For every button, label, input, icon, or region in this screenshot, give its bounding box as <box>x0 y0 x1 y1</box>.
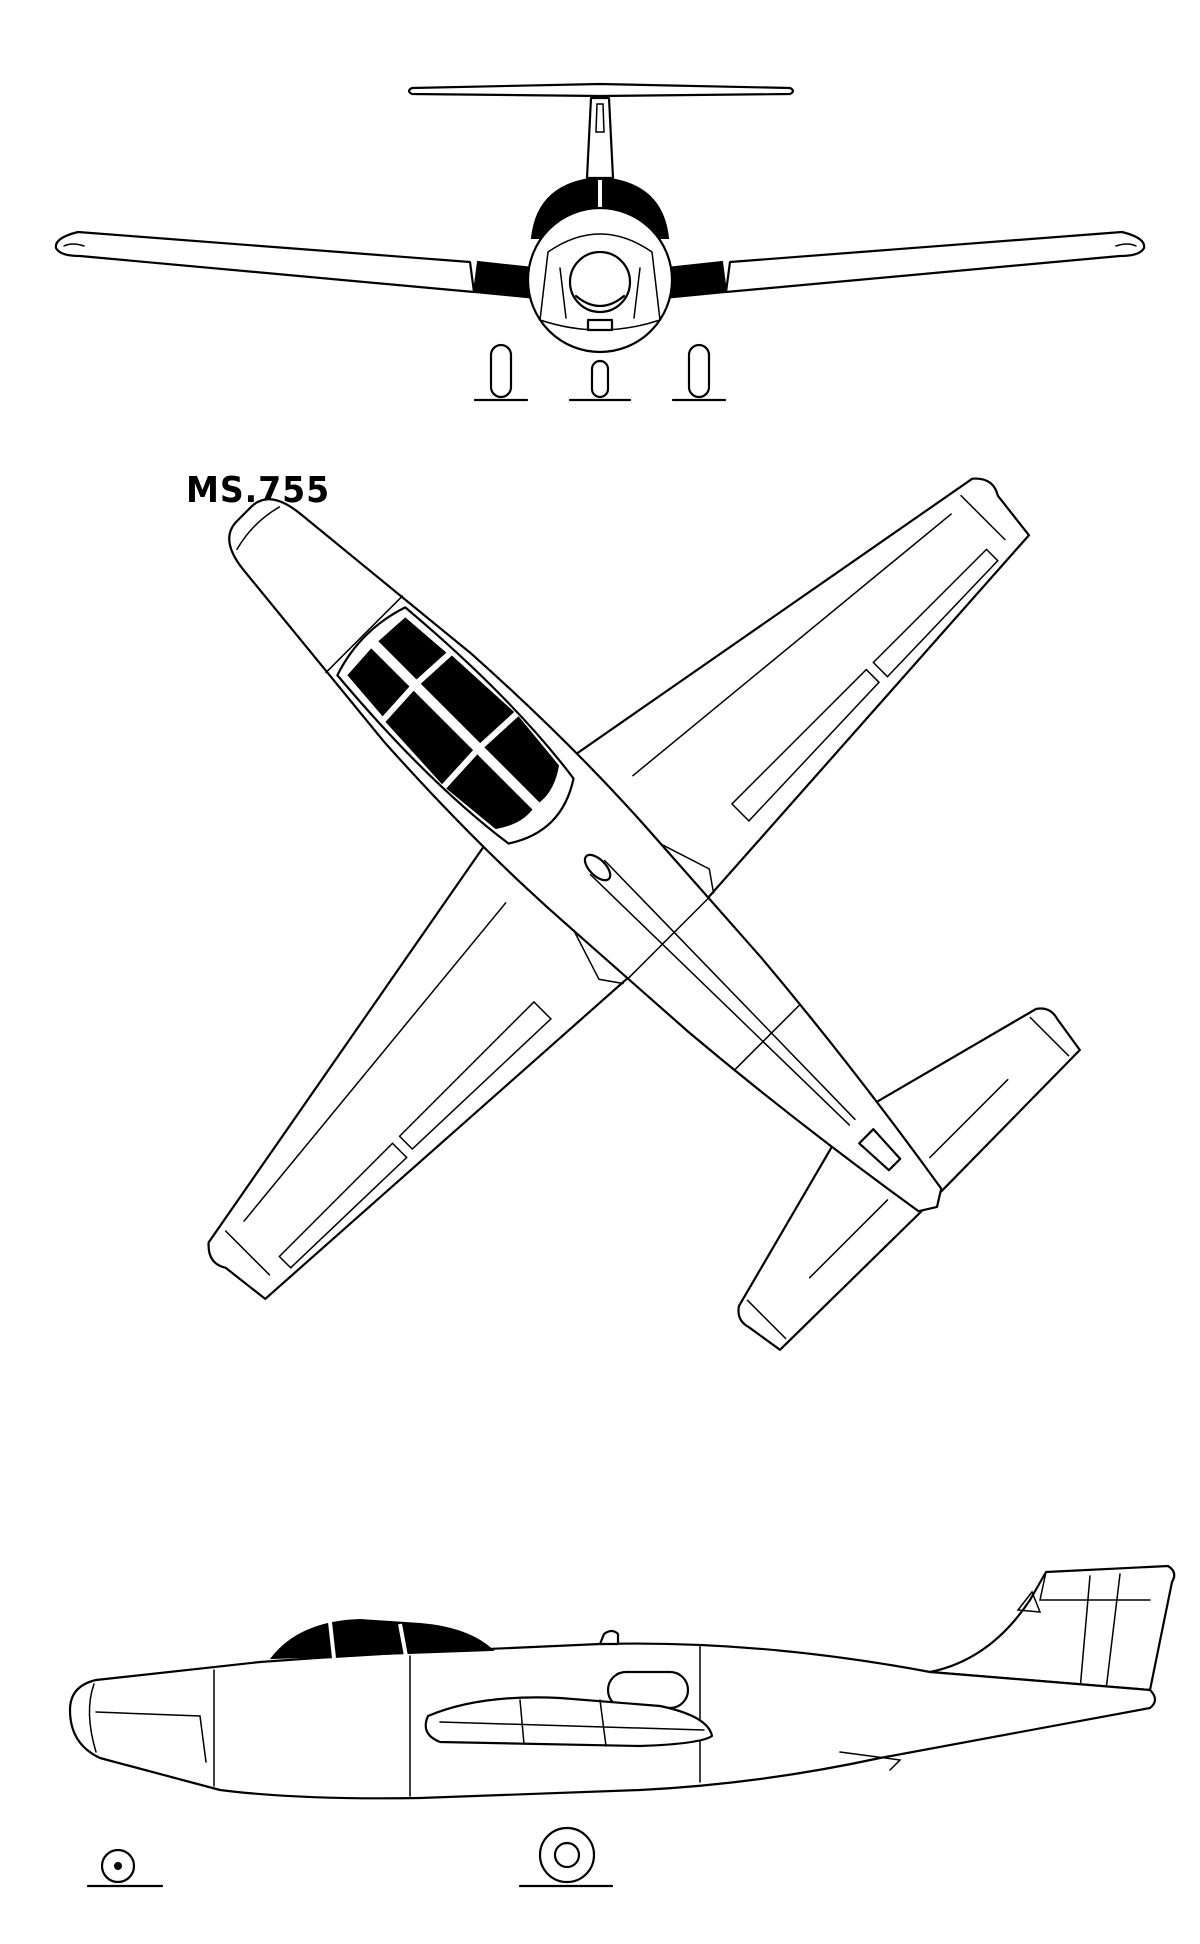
front-tailplane <box>407 82 795 98</box>
front-view <box>54 82 1146 402</box>
side-view <box>68 1564 1176 1888</box>
front-fin <box>585 96 615 180</box>
front-nose-gear <box>590 359 610 399</box>
side-wing <box>424 1696 714 1748</box>
top-view <box>207 477 1081 1351</box>
front-left-wing <box>54 230 476 294</box>
side-canopy <box>269 1618 495 1660</box>
side-fin <box>928 1564 1176 1692</box>
front-right-wing <box>724 230 1146 294</box>
front-right-gear <box>687 343 711 399</box>
top-canopy <box>378 617 447 680</box>
front-left-gear <box>489 343 513 399</box>
